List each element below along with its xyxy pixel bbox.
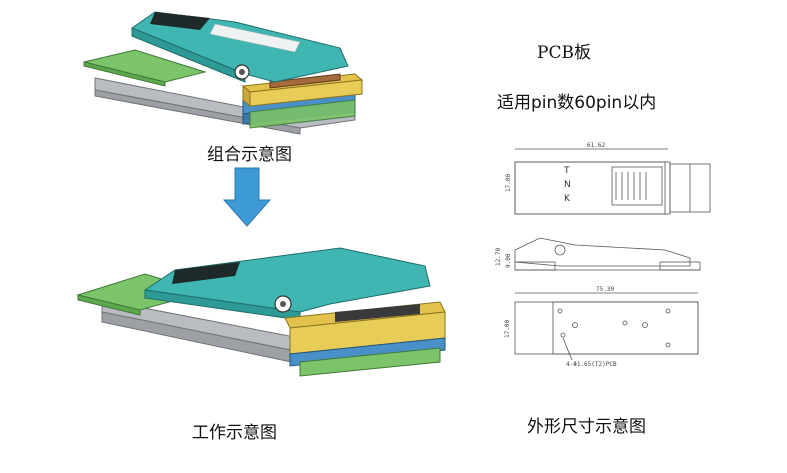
hole-note: 4-Φ1.65(T2)PCB [566,361,617,368]
assembly-illustration [83,11,364,135]
pin-spec-text: 适用pin数60pin以内 [497,93,657,113]
assembly-caption: 组合示意图 [207,145,292,165]
dimensions-caption: 外形尺寸示意图 [527,417,646,437]
side-dim-2: 9.00 [505,253,512,268]
bottom-width-dim: 75.30 [596,286,614,293]
page-title: PCB板 [537,43,591,63]
mark-t: T [563,166,570,176]
mark-n: N [564,180,571,190]
top-height-dim: 17.00 [505,174,512,192]
working-caption: 工作示意图 [192,423,277,443]
bottom-height-dim: 17.00 [504,320,511,338]
top-width-dim: 61.62 [587,142,605,149]
top-view-drawing: 61.62 17.00 T N K [505,142,711,215]
side-dim-1: 12.70 [495,248,502,266]
bottom-view-drawing: 75.30 17.00 4-Φ1.65(T2)PCB [504,286,699,368]
down-arrow-icon [222,167,272,227]
working-illustration [76,247,446,377]
side-view-drawing: 12.70 9.00 [495,237,701,271]
mark-k: K [564,194,571,204]
